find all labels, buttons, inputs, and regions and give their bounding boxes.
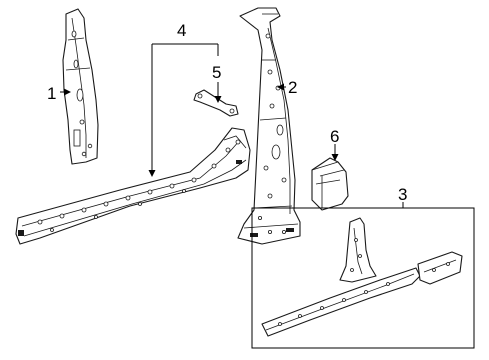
part-1-a-pillar [62, 8, 99, 165]
callout-5: 5 [212, 63, 221, 82]
part-2-b-pillar [237, 7, 301, 245]
callout-4: 4 [177, 21, 186, 40]
part-3-frame [251, 207, 475, 349]
leader-lines [60, 43, 404, 208]
part-6-insulator [311, 157, 349, 211]
callout-2: 2 [288, 78, 297, 97]
callout-1: 1 [47, 84, 56, 103]
callout-3: 3 [398, 185, 407, 204]
part-4-rocker-panel [15, 127, 251, 245]
callout-6: 6 [330, 127, 339, 146]
part-5-bracket [193, 89, 239, 117]
part-3-assembly [251, 207, 475, 349]
